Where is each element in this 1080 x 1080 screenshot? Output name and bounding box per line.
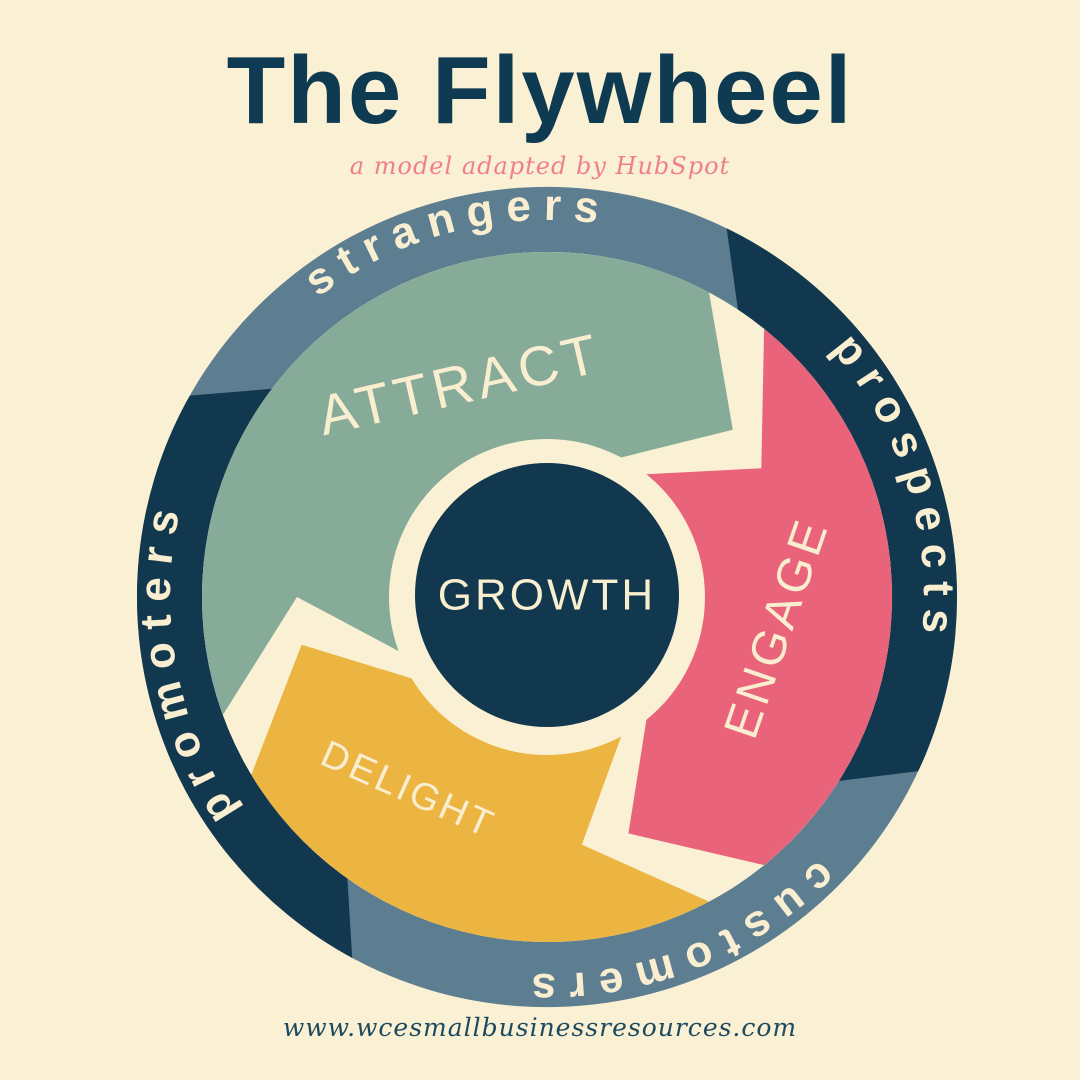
- segment-attract: [201, 251, 733, 715]
- footer-url: www.wcesmallbusinessresources.com: [282, 1013, 798, 1042]
- segment-delight: [251, 644, 710, 942]
- segment-engage: [628, 328, 892, 866]
- page-subtitle: a model adapted by HubSpot: [349, 152, 731, 180]
- page-title: The Flywheel: [226, 37, 854, 144]
- growth-circle: [415, 463, 679, 727]
- header: The Flywheel a model adapted by HubSpot: [0, 36, 1080, 180]
- growth-label: GROWTH: [438, 571, 656, 620]
